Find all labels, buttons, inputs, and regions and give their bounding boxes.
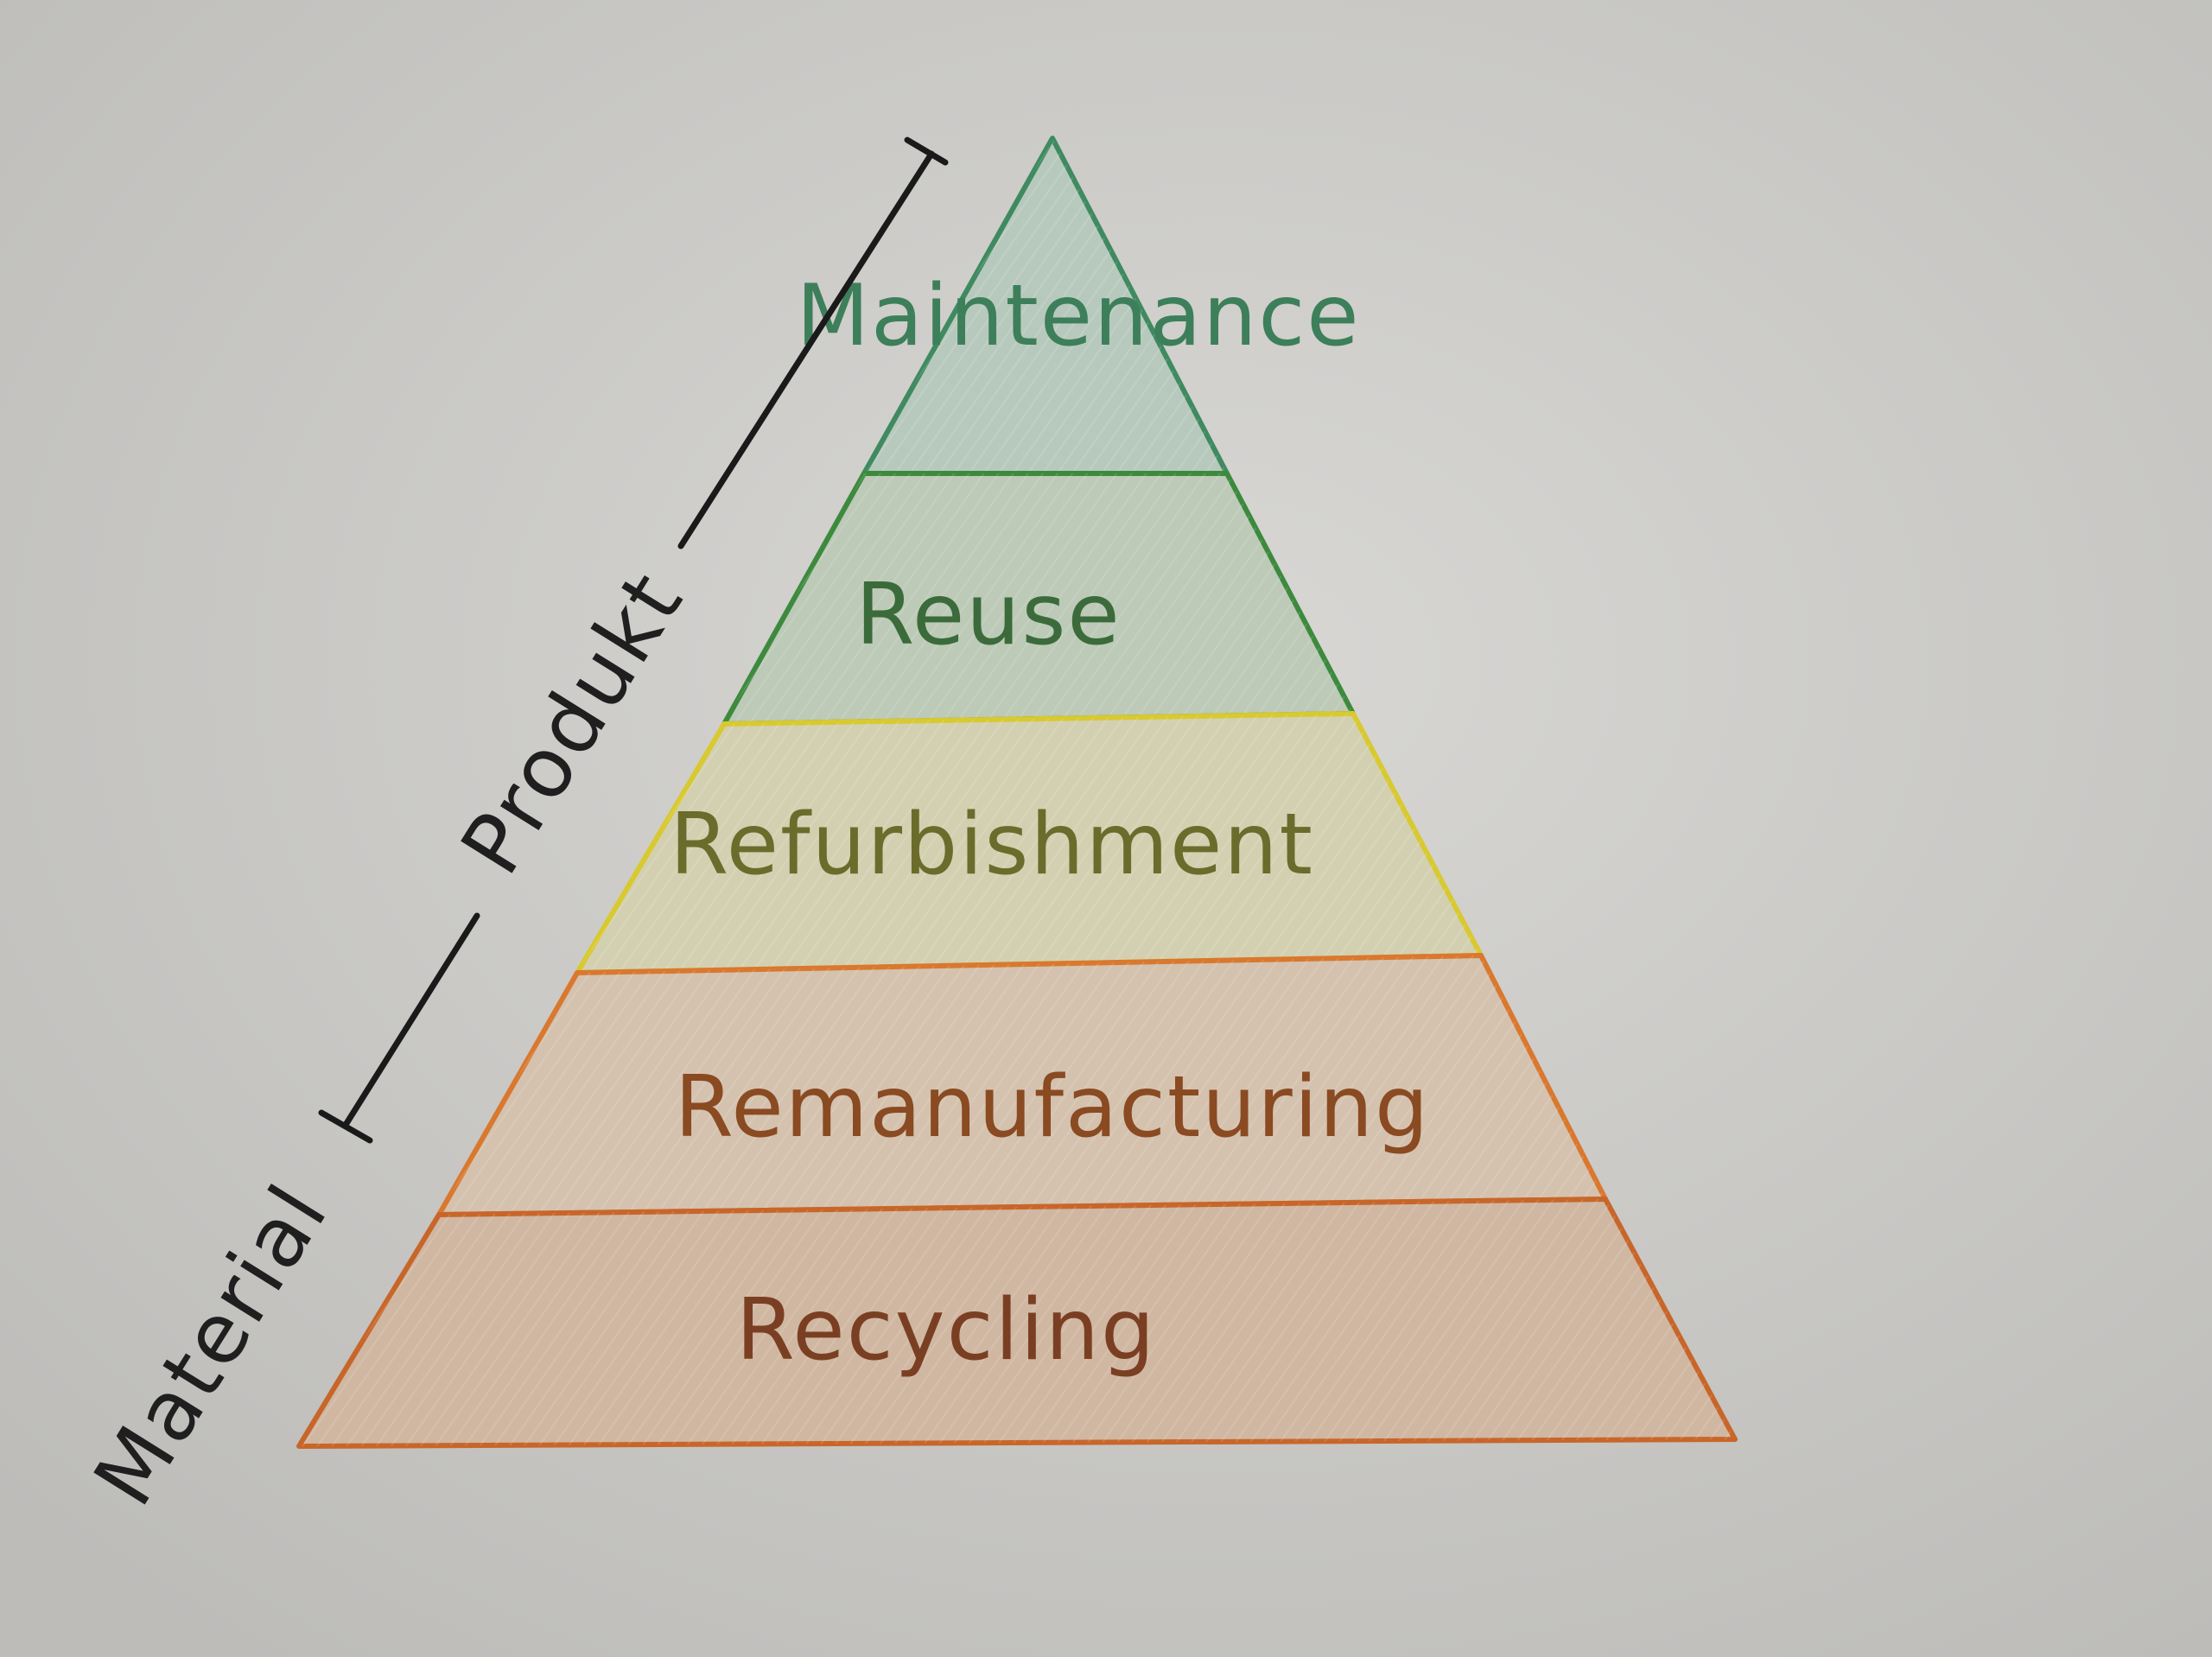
- produkt-bracket-upper: [677, 150, 935, 549]
- tier-recycling: [296, 1197, 1738, 1449]
- bracket-bottom-cap: [318, 1109, 373, 1144]
- tier-reuse-hatch: [724, 473, 1353, 724]
- tier-label-maintenance: Maintenance: [796, 267, 1360, 365]
- tier-label-recycling: Recycling: [736, 1281, 1157, 1380]
- tier-recycling-hatch: [299, 1199, 1735, 1446]
- tier-label-remanufacturing: Remanufacturing: [675, 1058, 1431, 1157]
- tier-maintenance-hatch: [864, 138, 1227, 473]
- tier-refurbishment-hatch: [577, 714, 1481, 973]
- tier-reuse: [721, 471, 1356, 727]
- tier-label-reuse: Reuse: [855, 566, 1121, 664]
- produkt-bracket-lower: [342, 912, 480, 1128]
- tier-remanufacturing: [436, 953, 1608, 1217]
- tier-labels: Maintenance Reuse Refurbishment Remanufa…: [670, 267, 1431, 1380]
- tier-label-refurbishment: Refurbishment: [670, 796, 1314, 894]
- tier-remanufacturing-hatch: [439, 955, 1605, 1215]
- bracket-top-cap: [904, 136, 949, 166]
- pyramid: [296, 136, 1738, 1449]
